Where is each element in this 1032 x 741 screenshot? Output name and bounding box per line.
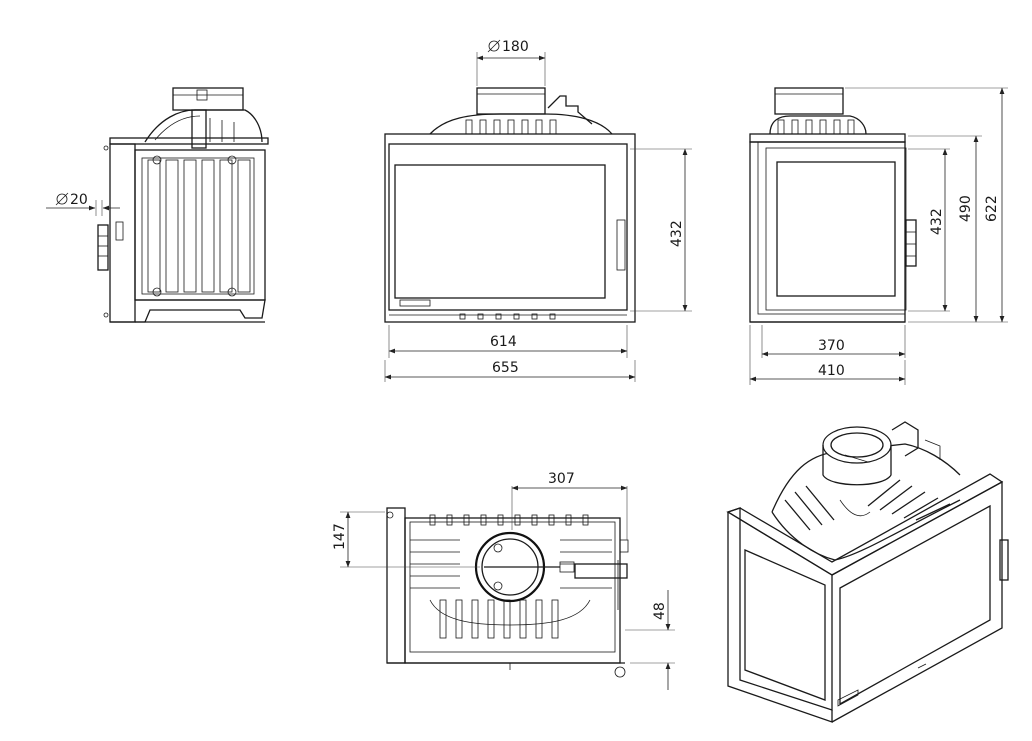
iso-view bbox=[726, 421, 1009, 723]
dim-overall-depth: 410 bbox=[818, 363, 845, 379]
dim-glass-height-side: 432 bbox=[929, 208, 945, 235]
dim-overall-width: 655 bbox=[492, 360, 519, 376]
top-view: 307 147 48 bbox=[332, 471, 675, 690]
dim-overall-height: 622 bbox=[984, 195, 1000, 222]
front-view: 180 432 614 655 bbox=[384, 39, 692, 382]
dim-flue-offset: 307 bbox=[548, 471, 575, 487]
right-view: 432 490 622 370 410 bbox=[749, 87, 1008, 385]
dim-glass-width: 614 bbox=[490, 334, 517, 350]
side-view: 20 bbox=[46, 87, 269, 323]
diameter-symbol-icon bbox=[55, 192, 69, 206]
diameter-symbol-icon bbox=[487, 39, 501, 53]
dim-glass-height-front: 432 bbox=[669, 220, 685, 247]
dim-frame-height: 490 bbox=[958, 195, 974, 222]
dim-inlet-diameter: 20 bbox=[70, 192, 88, 208]
dim-flue-diameter: 180 bbox=[502, 39, 529, 55]
dim-air-inlet-offset: 48 bbox=[652, 602, 668, 620]
dim-flue-depth: 147 bbox=[332, 523, 348, 550]
dim-side-glass-depth: 370 bbox=[818, 338, 845, 354]
